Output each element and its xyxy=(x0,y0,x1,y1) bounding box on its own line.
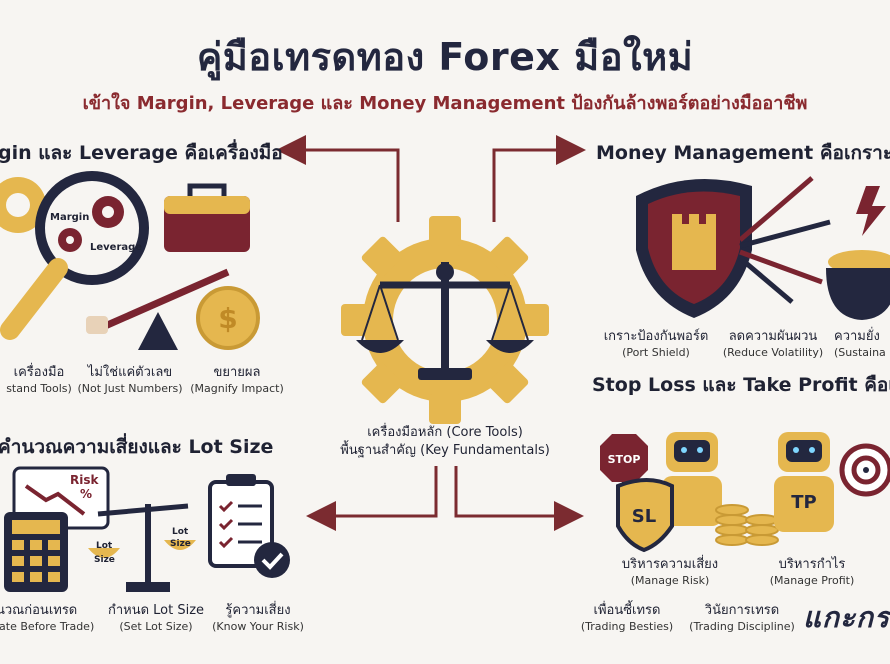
gold-pot-icon xyxy=(826,250,890,320)
icon-label-tp: TP xyxy=(791,492,816,513)
caption-th: เครื่องมือ xyxy=(13,365,65,380)
caption-en: (Know Your Risk) xyxy=(212,619,304,633)
caption-th: ลดความผันผวน xyxy=(728,329,818,344)
arrow-top-right xyxy=(492,135,586,222)
robot-tp-icon xyxy=(774,432,834,532)
caption-th: กำหนด Lot Size xyxy=(107,603,205,618)
caption-th: ขยายผล xyxy=(213,365,261,380)
caption-magnify-impact: ขยายผล (Magnify Impact) xyxy=(186,364,288,396)
lightning-icon xyxy=(856,186,886,236)
center-caption: เครื่องมือหลัก (Core Tools) พื้นฐานสำคัญ… xyxy=(320,424,570,460)
section-title-margin-leverage: gin และ Leverage คือเครื่องมือ xyxy=(0,142,283,164)
clipboard-icon xyxy=(208,474,290,578)
stoploss-takeprofit-illustration xyxy=(600,432,890,553)
section-title-stoploss-takeprofit: Stop Loss และ Take Profit คือเพื่ xyxy=(592,374,890,396)
caption-en: (Reduce Volatility) xyxy=(722,345,824,359)
caption-reduce-volatility: ลดความผันผวน (Reduce Volatility) xyxy=(716,328,830,360)
arrows-icon xyxy=(738,176,831,304)
coins-stack-icon xyxy=(715,504,779,546)
caption-en: (Not Just Numbers) xyxy=(77,381,183,395)
icon-label-percent: % xyxy=(80,487,92,501)
lever-icon xyxy=(86,268,230,350)
caption-th: ความยั่ง xyxy=(834,329,880,344)
brand-logo-text: แกะกร xyxy=(802,601,890,634)
coin-icon: $ xyxy=(196,286,260,350)
risk-lot-illustration xyxy=(4,466,290,592)
caption-th: รู้ความเสี่ยง xyxy=(225,603,291,618)
connector-arrows xyxy=(276,135,586,531)
caption-th: ไม่ใช่แค่ตัวเลข xyxy=(87,365,173,380)
caption-port-shield: เกราะป้องกันพอร์ต (Port Shield) xyxy=(594,328,718,360)
icon-label-margin: Margin xyxy=(50,212,89,223)
money-management-illustration xyxy=(636,176,890,320)
caption-manage-risk: บริหารความเสี่ยง (Manage Risk) xyxy=(616,556,724,588)
caption-en: stand Tools) xyxy=(6,381,72,395)
gear-scale-icon xyxy=(341,216,549,424)
caption-trading-discipline: วินัยการเทรด (Trading Discipline) xyxy=(684,602,800,634)
icon-label-size-right: Size xyxy=(170,539,191,549)
caption-not-just-numbers: ไม่ใช่แค่ตัวเลข (Not Just Numbers) xyxy=(74,364,186,396)
caption-th: เกราะป้องกันพอร์ต xyxy=(603,329,709,344)
arrow-top-left xyxy=(276,135,400,222)
caption-know-your-risk: รู้ความเสี่ยง (Know Your Risk) xyxy=(206,602,310,634)
section-title-money-management: Money Management คือเกราะป้ xyxy=(596,142,890,164)
svg-text:$: $ xyxy=(218,302,237,335)
caption-en: (Set Lot Size) xyxy=(119,619,193,633)
page-subtitle: เข้าใจ Margin, Leverage และ Money Manage… xyxy=(82,93,808,114)
caption-en: (Port Shield) xyxy=(622,345,690,359)
calculator-icon xyxy=(4,512,68,592)
page-title: คู่มือเทรดทอง Forex มือใหม่ xyxy=(196,35,694,79)
caption-understand-tools: เครื่องมือ stand Tools) xyxy=(0,364,82,396)
icon-label-sl: SL xyxy=(632,506,656,527)
caption-th: นวณก่อนเทรด xyxy=(0,603,78,618)
caption-en: (Manage Profit) xyxy=(769,573,855,587)
caption-en: (Manage Risk) xyxy=(630,573,710,587)
icon-label-stop: STOP xyxy=(608,453,641,466)
center-caption-core-tools: เครื่องมือหลัก (Core Tools) xyxy=(367,425,523,440)
section-title-risk-lot: คำนวณความเสี่ยงและ Lot Size xyxy=(0,436,274,458)
robot-sl-icon xyxy=(616,432,722,553)
icon-label-group: Margin Leverage Risk % Lot Size Lot Size… xyxy=(50,212,817,565)
caption-th: วินัยการเทรด xyxy=(704,603,780,618)
icon-label-lot-left: Lot xyxy=(96,541,113,551)
gear-icon xyxy=(0,177,46,233)
icon-label-leverage: Leverage xyxy=(90,242,142,253)
icon-label-lot-right: Lot xyxy=(172,527,189,537)
arrow-bottom-right xyxy=(454,466,584,531)
caption-trading-besties: เพื่อนซี้เทรด (Trading Besties) xyxy=(572,602,682,634)
caption-en: (Trading Besties) xyxy=(580,619,674,633)
icon-label-risk: Risk xyxy=(70,473,99,487)
caption-en: (Magnify Impact) xyxy=(190,381,284,395)
caption-en: (Sustaina xyxy=(834,345,886,359)
caption-manage-profit: บริหารกำไร (Manage Profit) xyxy=(760,556,864,588)
margin-leverage-illustration: $ xyxy=(0,171,260,350)
caption-en: (Trading Discipline) xyxy=(689,619,795,633)
shield-icon xyxy=(636,178,752,318)
arrow-bottom-left xyxy=(306,466,438,531)
caption-sustainability: ความยั่ง (Sustaina xyxy=(834,328,890,360)
target-icon xyxy=(839,443,890,497)
center-caption-key-fundamentals: พื้นฐานสำคัญ (Key Fundamentals) xyxy=(340,443,550,459)
magnifier-icon xyxy=(0,171,149,340)
toolbox-icon xyxy=(164,183,250,252)
caption-set-lot-size: กำหนด Lot Size (Set Lot Size) xyxy=(100,602,212,634)
lot-scale-icon xyxy=(88,503,196,592)
caption-th: บริหารกำไร xyxy=(778,557,846,572)
caption-th: เพื่อนซี้เทรด xyxy=(593,603,661,618)
caption-en: late Before Trade) xyxy=(0,619,95,633)
caption-th: บริหารความเสี่ยง xyxy=(621,557,719,572)
caption-calculate-before-trade: นวณก่อนเทรด late Before Trade) xyxy=(0,602,100,634)
icon-label-size-left: Size xyxy=(94,555,115,565)
